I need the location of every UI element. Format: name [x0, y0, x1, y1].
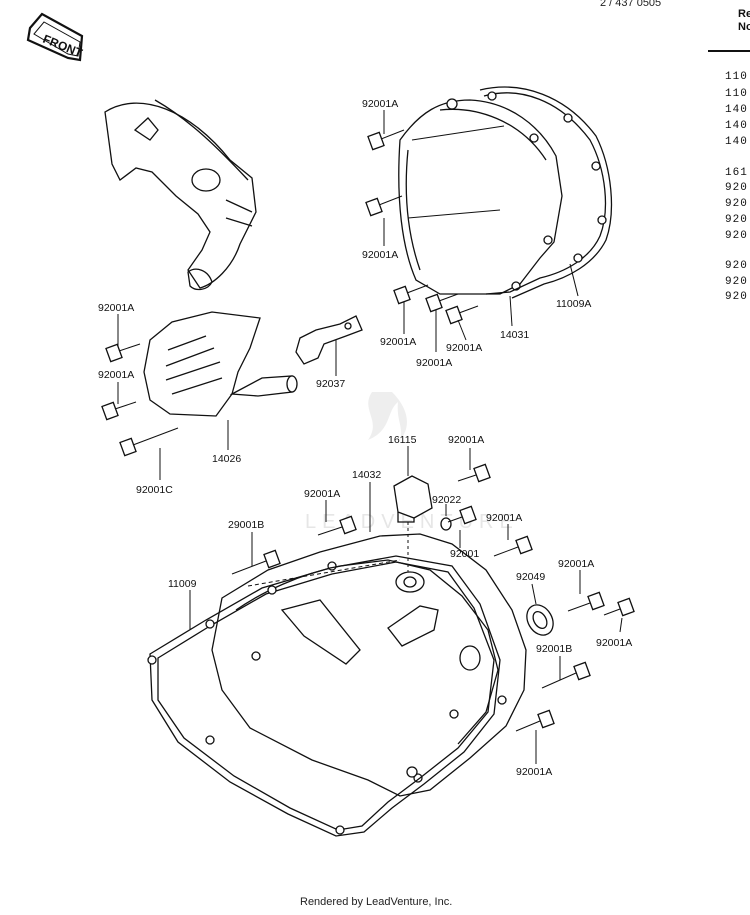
label-92049: 92049 [516, 571, 545, 583]
bolt-icon-4 [425, 293, 459, 313]
leader-lines [117, 110, 623, 764]
label-11009: 11009 [168, 578, 197, 590]
side-ref-6: 161 [725, 167, 748, 179]
label-29001b: 29001B [228, 519, 264, 531]
bolt-icon-6 [105, 343, 141, 363]
bolt-icon-2 [365, 195, 403, 217]
label-92001a-9: 92001A [304, 488, 340, 500]
ref-heading-2: No [738, 21, 750, 33]
gasket-11009a [479, 86, 613, 299]
side-ref-2: 110 [725, 88, 748, 100]
watermark-logo-icon [368, 392, 407, 440]
bolts-upper-group [365, 129, 479, 325]
label-92001a-13: 92001A [516, 766, 552, 778]
label-92001a-1: 92001A [362, 98, 398, 110]
label-14026: 14026 [212, 453, 241, 465]
label-92001a-5: 92001A [416, 357, 452, 369]
side-ref-4: 140 [725, 120, 748, 132]
label-92001a-8: 92001A [448, 434, 484, 446]
bolt-icon-12 [231, 549, 281, 575]
label-11009a: 11009A [556, 298, 591, 310]
label-92001a-12: 92001A [596, 637, 632, 649]
side-ref-5: 140 [725, 136, 748, 148]
bolt-icon-16 [541, 661, 591, 689]
bolts-left-group [101, 343, 179, 457]
front-arrow-icon: FRONT [26, 12, 85, 62]
bolt-icon-8 [119, 427, 179, 457]
bolt-icon-11 [317, 515, 357, 536]
label-92001a-7: 92001A [98, 369, 134, 381]
label-92001: 92001 [450, 548, 479, 560]
side-ref-7: 920 [725, 182, 748, 194]
label-92022: 92022 [432, 494, 461, 506]
label-14031: 14031 [500, 329, 529, 341]
label-92037: 92037 [316, 378, 345, 390]
label-92001a-2: 92001A [362, 249, 398, 261]
label-14032: 14032 [352, 469, 381, 481]
ref-heading-1: Re [738, 8, 750, 20]
label-92001a-4: 92001A [446, 342, 482, 354]
bolt-icon-5 [445, 305, 479, 325]
bolt-icon-17 [515, 709, 555, 732]
side-ref-1: 110 [725, 71, 748, 83]
gasket-11009 [147, 555, 501, 837]
bracket-92037 [295, 315, 363, 365]
side-ref-10: 920 [725, 230, 748, 242]
side-ref-11: 920 [725, 260, 748, 272]
part-labels: 92001A 92001A 11009A 14031 92001A 92001A… [98, 98, 632, 778]
label-92001a-10: 92001A [486, 512, 522, 524]
side-ref-9: 920 [725, 214, 748, 226]
bolt-icon-7 [101, 401, 137, 421]
bolt-icon-1 [367, 129, 405, 151]
bolt-icon-15 [603, 597, 635, 617]
bolt-icon-14 [567, 591, 605, 612]
clutch-cover-14031 [398, 98, 563, 295]
label-92001a-11: 92001A [558, 558, 594, 570]
side-ref-12: 920 [725, 276, 748, 288]
side-ref-8: 920 [725, 198, 748, 210]
bolt-icon-10 [457, 463, 491, 483]
oil-seal-92049 [526, 604, 554, 636]
bolts-middle-group [231, 463, 635, 732]
label-92001c: 92001C [136, 484, 173, 496]
bolt-icon-3 [393, 284, 429, 305]
clutch-cover-14032 [211, 533, 527, 797]
sprocket-cover-14026 [143, 311, 298, 417]
label-92001a-3: 92001A [380, 336, 416, 348]
engine-case-outline [104, 99, 257, 291]
top-code: 2 / 437 0505 [600, 0, 661, 9]
label-92001b: 92001B [536, 643, 572, 655]
washer-92022 [440, 517, 452, 531]
footer-credit: Rendered by LeadVenture, Inc. [300, 896, 452, 908]
label-16115: 16115 [388, 434, 417, 446]
side-ref-3: 140 [725, 104, 748, 116]
bolt-icon-13 [493, 535, 533, 557]
label-92001a-6: 92001A [98, 302, 134, 314]
oil-filler-cap-16115 [393, 475, 433, 572]
side-ref-13: 920 [725, 291, 748, 303]
side-reference-list: 110 110 140 140 140 161 920 920 920 920 … [725, 71, 748, 303]
bolt-icon-9 [447, 505, 477, 525]
